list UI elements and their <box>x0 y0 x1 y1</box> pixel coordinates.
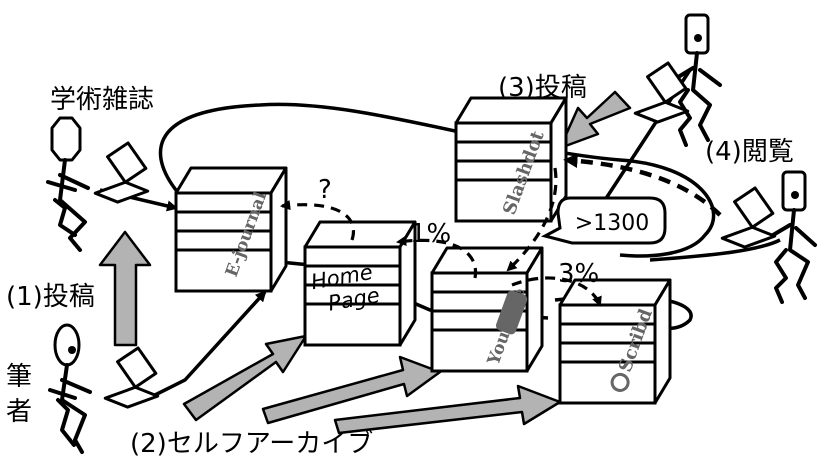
question-mark: ? <box>318 175 332 205</box>
upload-arrow-1 <box>98 230 152 347</box>
author-head-icon <box>53 323 81 367</box>
reader-head-icon <box>781 170 807 212</box>
slashdot-to-youtube-dashed <box>506 167 558 272</box>
pct-1-label: 1% <box>410 219 451 249</box>
step2-label: (2)セルフアーカイブ <box>130 429 373 459</box>
self-archive-arrow-2 <box>261 355 442 425</box>
server-scribd: Scribd <box>558 278 672 405</box>
step3-label: (3)投稿 <box>498 73 587 103</box>
self-archive-arrow-3 <box>333 384 562 435</box>
journal-laptop-icon <box>81 138 155 210</box>
journal-label: 学術雑誌 <box>50 85 154 115</box>
author-person <box>48 323 92 454</box>
youtube-to-scribd-dashed <box>511 276 602 307</box>
reader-to-slashdot-dashed <box>563 153 722 217</box>
pct-3-label: 3% <box>558 259 599 289</box>
journal-head-icon <box>50 116 82 162</box>
dashed-arrows <box>279 153 722 307</box>
author-to-homepage-arrow <box>154 290 267 397</box>
self-archive-arrow-1 <box>182 334 308 422</box>
upload-arrow-3 <box>558 90 632 150</box>
homepage-to-ejournal-dashed <box>279 199 355 241</box>
author-label-line1: 筆 <box>6 362 32 392</box>
server-ejournal: E-journal <box>174 166 288 293</box>
callout-bubble: >1300 <box>540 196 667 245</box>
author-laptop-icon <box>91 343 165 415</box>
server-homepage: Home Page <box>303 220 417 347</box>
step1-label: (1)投稿 <box>6 282 95 312</box>
reader-link-line <box>649 238 781 262</box>
youtube-to-homepage-dashed <box>395 235 478 279</box>
reader-person <box>766 170 817 304</box>
server-youtube: You Tube <box>430 246 544 373</box>
callout-text: >1300 <box>575 211 649 236</box>
journal-person <box>46 116 90 252</box>
poster-head-icon <box>684 13 710 55</box>
poster-person <box>668 13 722 147</box>
author-label-line2: 者 <box>6 397 32 427</box>
step4-label: (4)閲覧 <box>705 137 794 167</box>
server-slashdot: Slashdot <box>454 96 568 223</box>
block-arrows <box>98 90 632 435</box>
